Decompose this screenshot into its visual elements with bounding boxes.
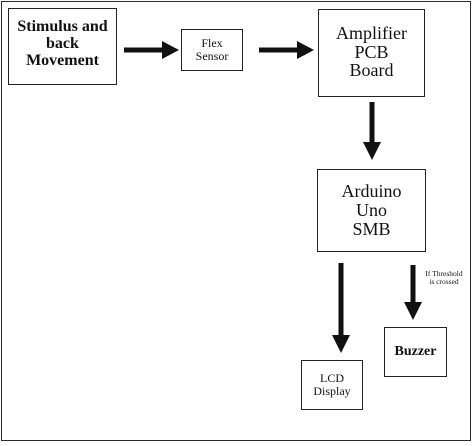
threshold-edge-label: If Threshold is crossed [425, 269, 463, 287]
buzzer-node: Buzzer [384, 327, 447, 377]
arduino-label: Arduino Uno SMB [341, 181, 402, 239]
arrow-flex-to-amplifier [259, 41, 314, 59]
arduino-node: Arduino Uno SMB [317, 169, 426, 252]
flex-sensor-label: Flex Sensor [195, 36, 229, 63]
stimulus-node: Stimulus and back Movement [8, 8, 117, 85]
diagram-frame: Stimulus and back Movement Flex Sensor A… [1, 1, 471, 441]
lcd-display-node: LCD Display [301, 360, 363, 410]
lcd-display-label: LCD Display [313, 371, 351, 398]
stimulus-label: Stimulus and back Movement [17, 18, 108, 69]
arrow-stimulus-to-flex [124, 41, 179, 59]
amplifier-node: Amplifier PCB Board [318, 9, 425, 97]
buzzer-label: Buzzer [394, 343, 437, 359]
arrow-arduino-to-lcd [332, 263, 350, 353]
arrow-arduino-to-buzzer [404, 265, 422, 320]
flex-sensor-node: Flex Sensor [181, 29, 243, 71]
amplifier-label: Amplifier PCB Board [336, 22, 407, 81]
arrow-amplifier-to-arduino [363, 102, 381, 160]
